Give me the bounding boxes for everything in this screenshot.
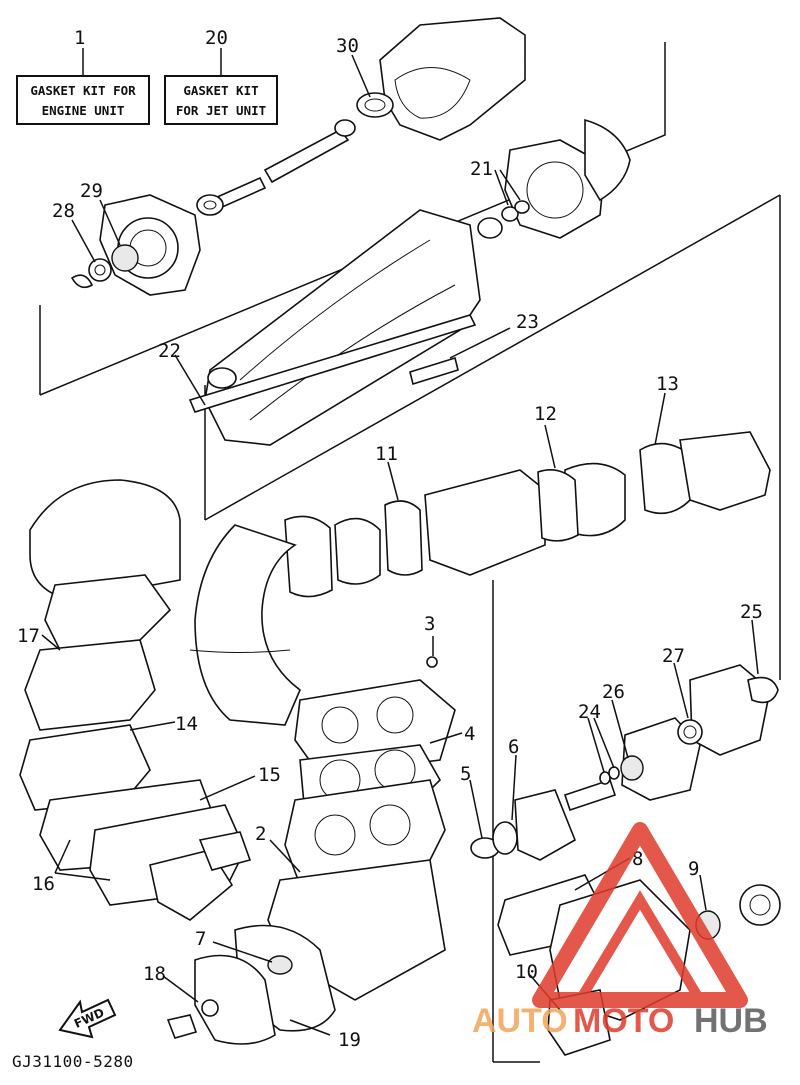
watermark-auto: AUTO [472,1002,568,1040]
jet-nozzle-part [356,17,526,141]
callout-15: 15 [258,764,281,786]
diagram-code: GJ31100-5280 [12,1052,134,1071]
intake-duct-part [188,209,481,446]
callout-25: 25 [740,601,763,623]
callout-11: 11 [375,443,398,465]
exhaust-pipe-part [284,431,771,598]
callout-20: 20 [205,27,228,49]
exhaust-elbow-part [189,524,301,726]
callout-8: 8 [632,848,643,870]
callout-10: 10 [515,961,538,983]
kit-box-engine-unit: GASKET KIT FOR ENGINE UNIT [16,75,150,125]
forward-arrow-icon: FWD [58,998,117,1039]
callout-2: 2 [255,823,266,845]
watermark-hub: HUB [694,1002,768,1040]
callout-6: 6 [508,736,519,758]
kit-jet-line2: FOR JET UNIT [176,103,266,118]
callout-9: 9 [688,858,699,880]
callout-5: 5 [460,763,471,785]
impeller-part [477,118,631,239]
impeller-housing-part [70,194,224,296]
callout-28: 28 [52,200,75,222]
strip-part [409,356,459,386]
callout-4: 4 [464,723,475,745]
kit-box-jet-unit: GASKET KIT FOR JET UNIT [164,75,278,125]
callout-27: 27 [662,645,685,667]
bearing-housing-part [599,664,779,801]
watermark-moto: MOTO [573,1002,674,1040]
crankcase-cover-part [166,924,336,1045]
callout-29: 29 [80,180,103,202]
kit-engine-line1: GASKET KIT FOR [30,83,136,98]
callout-26: 26 [602,681,625,703]
drive-shaft-part [213,119,356,210]
callout-24: 24 [578,701,601,723]
callout-19: 19 [338,1029,361,1051]
intake-manifold-part [19,479,252,921]
callout-7: 7 [195,928,206,950]
callout-16: 16 [32,873,55,895]
callout-12: 12 [534,403,557,425]
callout-30: 30 [336,35,359,57]
callout-23: 23 [516,311,539,333]
callout-14: 14 [175,713,198,735]
coupler-part [470,778,617,861]
callout-21: 21 [470,158,493,180]
kit-engine-line2: ENGINE UNIT [42,103,125,118]
kit-jet-line1: GASKET KIT [183,83,258,98]
callout-3: 3 [424,613,435,635]
callout-1: 1 [74,27,85,49]
callout-13: 13 [656,373,679,395]
callout-22: 22 [158,340,181,362]
callout-17: 17 [17,625,40,647]
callout-18: 18 [143,963,166,985]
watermark-logo: AUTO MOTO HUB [472,822,768,1040]
